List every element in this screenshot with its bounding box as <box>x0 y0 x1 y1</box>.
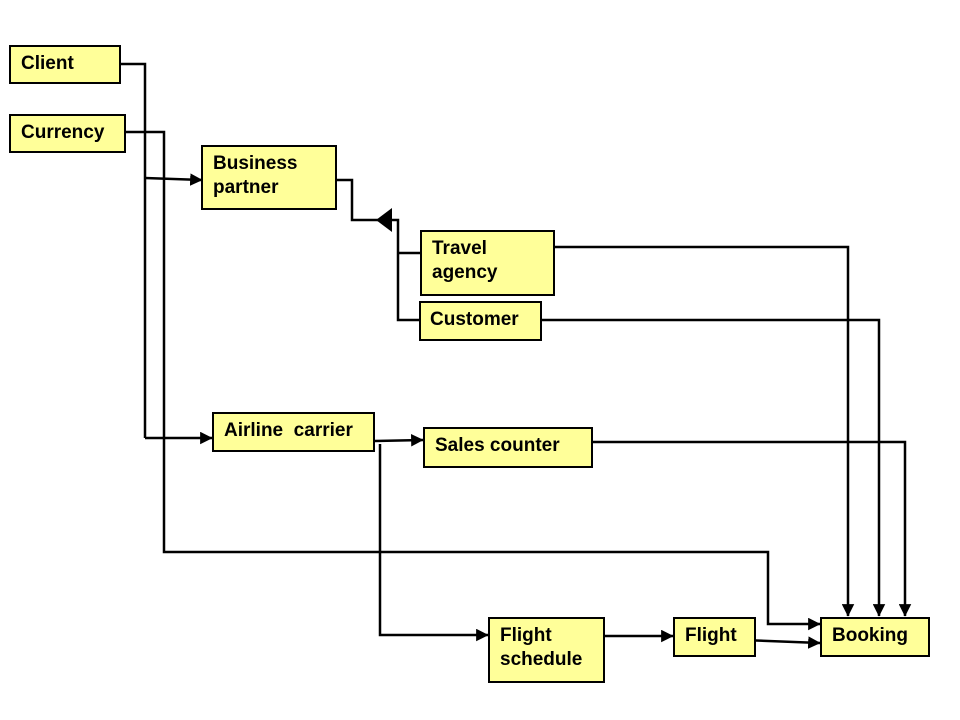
node-business-partner[interactable]: Business partner <box>201 145 337 210</box>
node-flight-label: Flight <box>685 625 737 646</box>
node-airline-carrier[interactable]: Airline carrier <box>212 412 375 452</box>
node-sales-counter-label: Sales counter <box>435 435 560 456</box>
node-customer[interactable]: Customer <box>419 301 542 341</box>
node-currency[interactable]: Currency <box>9 114 126 153</box>
node-flight[interactable]: Flight <box>673 617 756 657</box>
node-client-label: Client <box>21 53 74 74</box>
node-currency-label: Currency <box>21 122 105 143</box>
node-flight-schedule[interactable]: Flight schedule <box>488 617 605 683</box>
edge-client-to-business-partner <box>144 173 203 186</box>
specialization-triangle <box>376 208 392 232</box>
node-travel-agency-label-line1: Travel <box>432 238 487 259</box>
node-booking-label: Booking <box>832 625 908 646</box>
node-airline-carrier-label: Airline carrier <box>224 420 353 441</box>
edge-customer-to-booking <box>541 318 886 617</box>
node-booking[interactable]: Booking <box>820 617 930 657</box>
node-sales-counter[interactable]: Sales counter <box>423 427 593 468</box>
edge-travel-agency-to-booking <box>554 245 855 617</box>
edge-airline-carrier-to-flight-schedule <box>378 444 489 642</box>
edge-currency-to-booking <box>125 130 821 631</box>
edge-specialization-trunk <box>392 218 420 322</box>
node-flight-schedule-label-line2: schedule <box>500 649 583 670</box>
edge-airline-carrier-to-sales-counter <box>373 433 424 447</box>
edge-sales-counter-to-booking <box>592 440 912 617</box>
node-travel-agency-label-line2: agency <box>432 262 498 283</box>
edge-client-bus <box>120 62 147 438</box>
node-business-partner-label-line1: Business <box>213 153 298 174</box>
node-customer-label: Customer <box>430 309 519 330</box>
node-business-partner-label-line2: partner <box>213 177 279 198</box>
node-client[interactable]: Client <box>9 45 121 84</box>
node-flight-schedule-label-line1: Flight <box>500 625 552 646</box>
node-travel-agency[interactable]: Travel agency <box>420 230 555 296</box>
edge-business-partner-to-triangle <box>336 178 378 222</box>
